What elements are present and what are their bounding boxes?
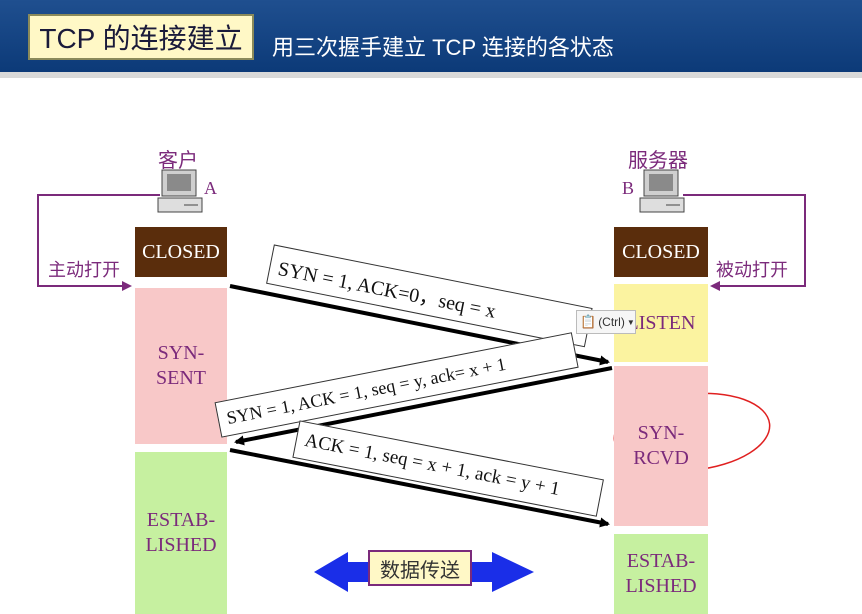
clipboard-icon: 📋 xyxy=(580,314,597,329)
computer-icon xyxy=(639,169,685,213)
server-tag: B xyxy=(622,178,635,198)
server-label: 服务器 xyxy=(628,150,688,172)
page-subtitle: 用三次握手建立 TCP 连接的各状态 xyxy=(272,35,614,60)
client-state-syn-sent: SYN- SENT xyxy=(135,288,227,444)
paste-options-label: (Ctrl) xyxy=(598,315,625,329)
client-state-closed: CLOSED xyxy=(135,227,227,277)
server-state-listen: LISTEN xyxy=(614,284,708,362)
client-state-established: ESTAB- LISHED xyxy=(135,452,227,614)
data-transfer-label: 数据传送 xyxy=(368,550,472,586)
server-action-label: 被动打开 xyxy=(716,260,788,280)
page-title: TCP 的连接建立 xyxy=(28,14,254,60)
server-open-arrow xyxy=(683,194,806,291)
client-open-arrow xyxy=(37,194,160,291)
client-action-label: 主动打开 xyxy=(48,260,120,280)
server-state-syn-rcvd: SYN- RCVD xyxy=(614,366,708,526)
ack-arrow xyxy=(229,448,610,528)
computer-icon xyxy=(157,169,203,213)
client-label: 客户 xyxy=(158,150,198,172)
paste-options-button[interactable]: 📋 (Ctrl) ▼ xyxy=(576,310,636,334)
chevron-down-icon: ▼ xyxy=(626,317,635,327)
server-state-established: ESTAB- LISHED xyxy=(614,534,708,614)
client-tag: A xyxy=(204,178,217,198)
server-state-closed: CLOSED xyxy=(614,227,708,277)
header-divider xyxy=(0,72,862,78)
